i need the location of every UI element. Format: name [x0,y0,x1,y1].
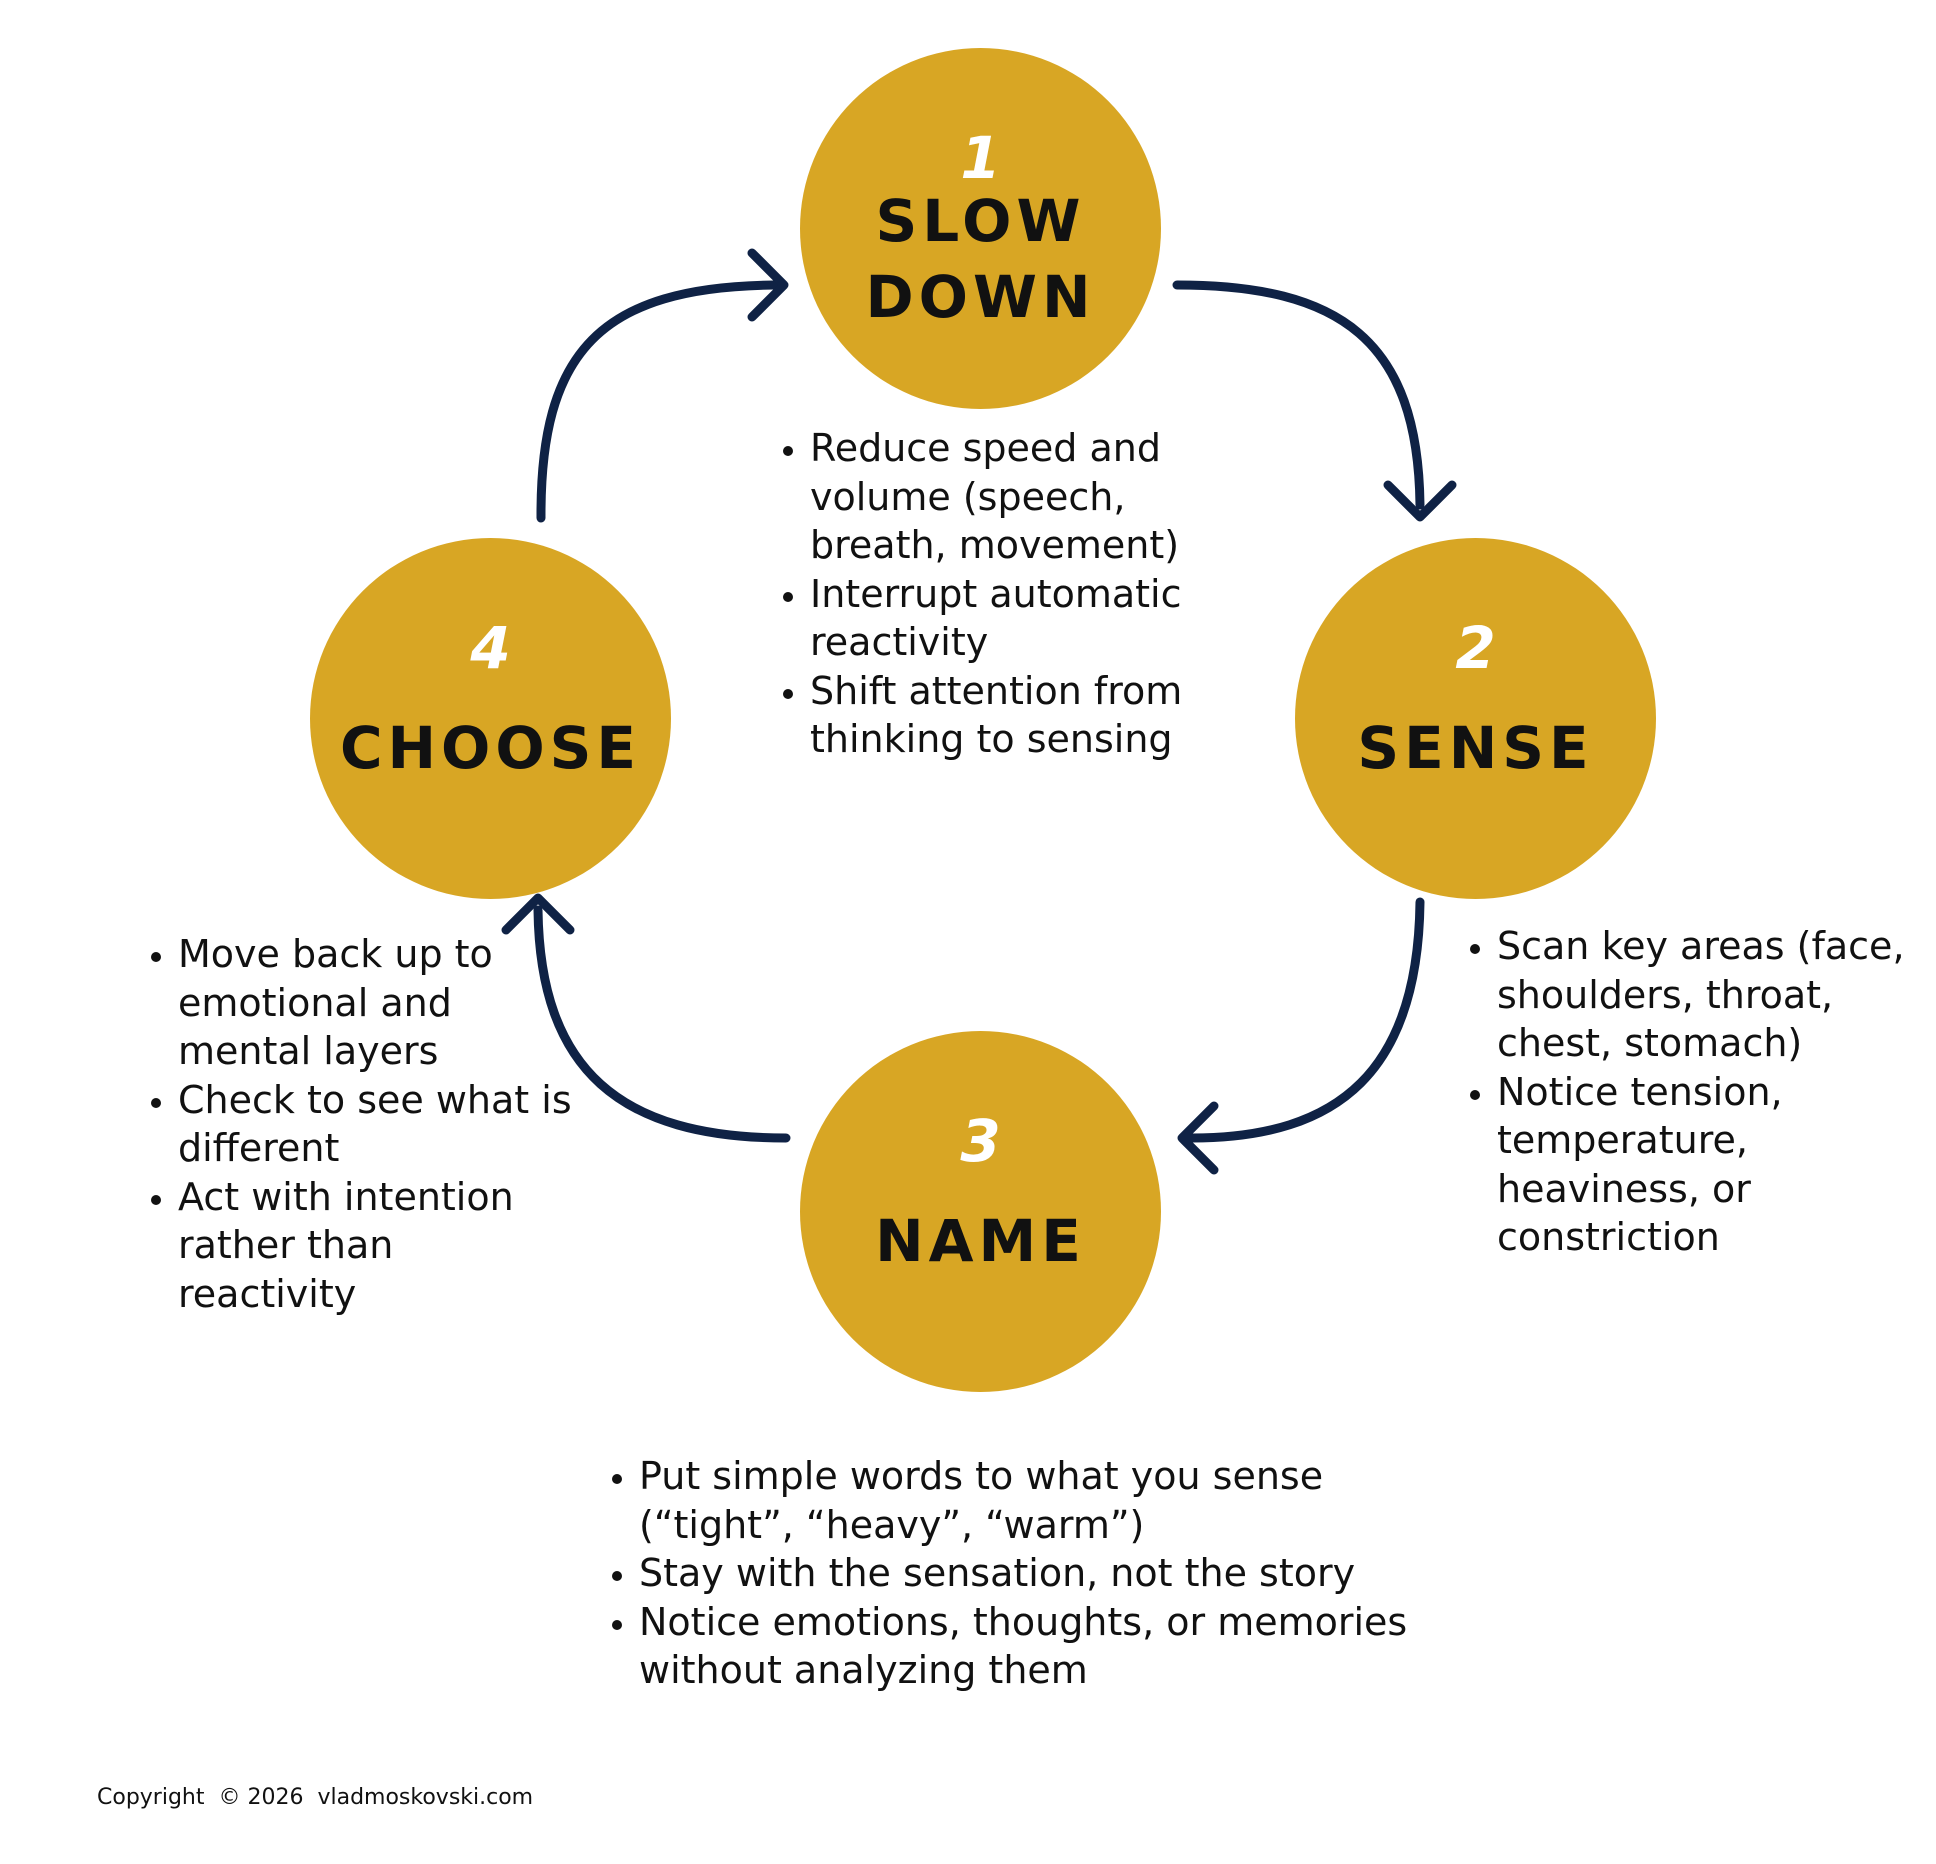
list-item: Scan key areas (face, shoulders, throat,… [1497,922,1927,1068]
list-item: Notice tension, temperature, heaviness, … [1497,1068,1927,1262]
list-item: Stay with the sensation, not the story [639,1549,1429,1598]
arrow-choose-to-slowdown [536,248,789,523]
step-title: CHOOSE [339,714,642,782]
step-number: 4 [470,614,511,682]
name-bullets: Put simple words to what you sense (“tig… [595,1452,1429,1695]
list-item: Move back up to emotional and mental lay… [178,930,578,1076]
list-item: Act with intention rather than reactivit… [178,1173,578,1319]
step-number: 1 [960,124,1001,192]
step-choose: 4 CHOOSE [310,538,671,899]
list-item: Put simple words to what you sense (“tig… [639,1452,1429,1549]
step-number: 2 [1455,614,1496,682]
slow-down-bullets: Reduce speed and volume (speech, breath,… [766,424,1250,764]
step-number: 3 [960,1107,1001,1175]
step-slow-down: 1 SLOW DOWN [800,48,1161,409]
step-name: 3 NAME [800,1031,1161,1392]
list-item: Shift attention from thinking to sensing [810,667,1250,764]
arrow-name-to-choose [501,893,791,1143]
choose-bullets: Move back up to emotional and mental lay… [134,930,578,1318]
list-item: Check to see what is different [178,1076,578,1173]
step-title: SLOW DOWN [865,187,1096,331]
step-sense: 2 SENSE [1295,538,1656,899]
step-title: NAME [875,1207,1086,1275]
list-item: Interrupt automatic reactivity [810,570,1250,667]
step-title: SENSE [1357,714,1594,782]
list-item: Reduce speed and volume (speech, breath,… [810,424,1250,570]
list-item: Notice emotions, thoughts, or memories w… [639,1598,1429,1695]
copyright-text: Copyright © 2026 vladmoskovski.com [97,1785,534,1810]
arrow-sense-to-name [1177,897,1425,1175]
arrow-slowdown-to-sense [1172,280,1457,522]
sense-bullets: Scan key areas (face, shoulders, throat,… [1453,922,1927,1262]
